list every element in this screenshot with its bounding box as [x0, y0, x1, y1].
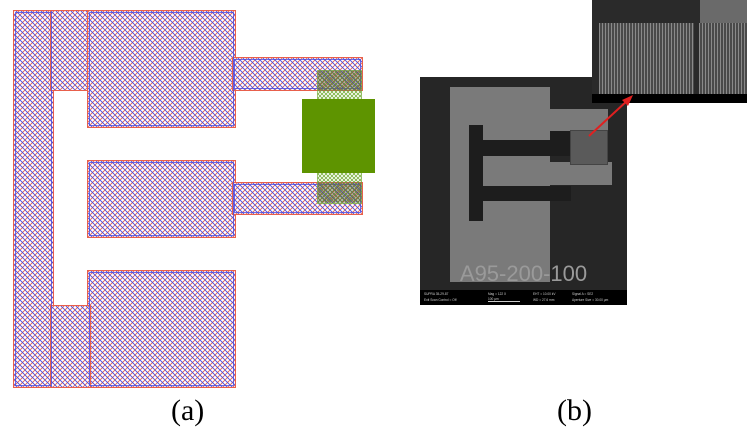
magnification: Mag = 122 X [488, 292, 507, 296]
scan-control: Exit Scan Control = Off [424, 298, 457, 302]
scale-bar: 100 µm [488, 297, 520, 302]
bottom-connector [50, 305, 91, 388]
top-pad [87, 10, 236, 128]
caption-a: (a) [171, 394, 205, 427]
sem-zoom-inset [592, 0, 747, 103]
instrument: SUPRA 35-29-87 [424, 292, 449, 296]
signal: Signal A = SE2 [572, 292, 594, 296]
sem-image: A95-200-100 SUPRA 35-29-87 Exit Scan Con… [420, 77, 627, 305]
middle-pad [87, 160, 236, 238]
sem-info-bar: SUPRA 35-29-87 Exit Scan Control = Off M… [420, 290, 627, 305]
caption-b: (b) [557, 394, 592, 427]
working-distance: WD = 27.6 mm [533, 298, 555, 302]
eht: EHT = 10.00 kV [533, 292, 556, 296]
aperture: Aperture Size = 30.00 µm [572, 298, 609, 302]
inset-info-bar [592, 94, 747, 103]
left-bus-strip [13, 10, 54, 388]
green-device-pad [302, 99, 375, 173]
sample-label: A95-200-100 [459, 261, 588, 286]
top-connector [50, 10, 91, 91]
bottom-pad [87, 270, 236, 388]
